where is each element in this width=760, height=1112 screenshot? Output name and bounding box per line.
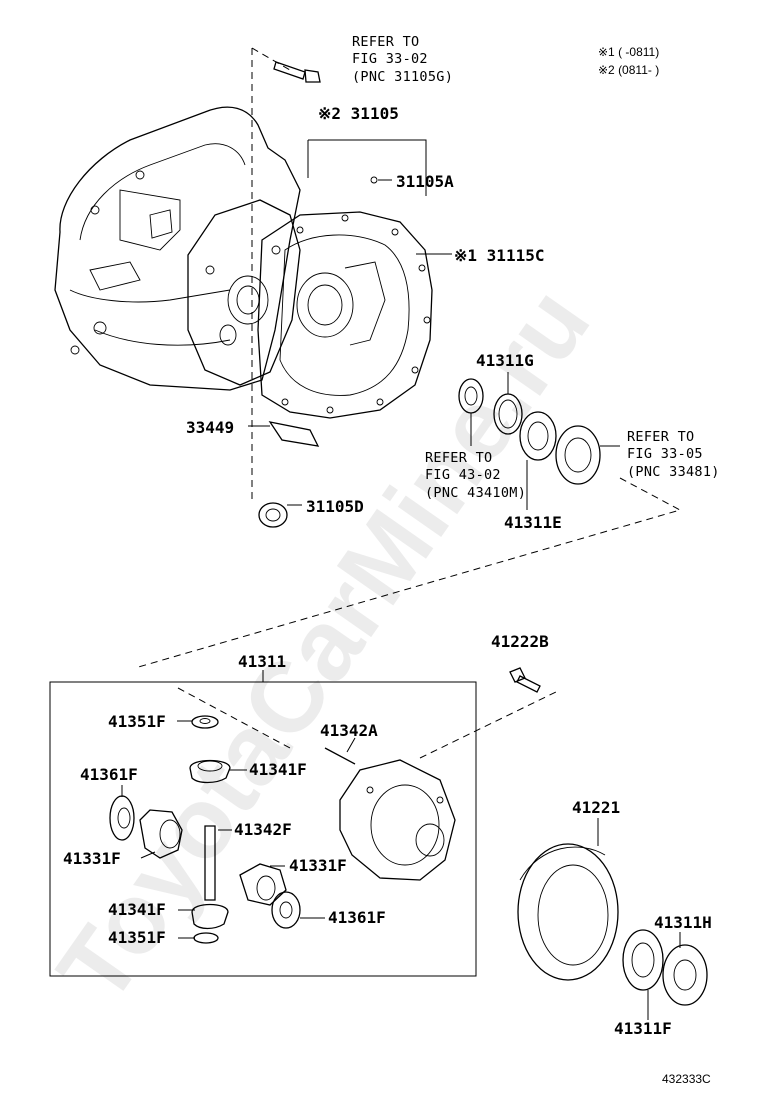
label-41311F: 41311F	[614, 1019, 672, 1038]
ref1-line2: FIG 33-02	[352, 51, 428, 67]
label-31105: ※2 31105	[318, 104, 399, 123]
oil-seal-31105D-icon	[258, 502, 288, 528]
label-41342A: 41342A	[320, 721, 378, 740]
legend-note-2: ※2 (0811- )	[598, 63, 659, 77]
label-41331F-right: 41331F	[289, 856, 347, 875]
leader-lines-upper	[134, 47, 682, 669]
label-41311H: 41311H	[654, 913, 712, 932]
label-33449: 33449	[186, 418, 234, 437]
ref3-line2: FIG 33-05	[627, 446, 703, 462]
label-41361F-right: 41361F	[328, 908, 386, 927]
label-41341F-top: 41341F	[249, 760, 307, 779]
legend-note-1: ※1 ( -0811)	[598, 45, 659, 59]
bolt-31105G-icon	[273, 61, 321, 83]
differential-parts-drawing	[109, 715, 456, 944]
ring-gear-41221-icon	[517, 843, 708, 1006]
ref2-line2: FIG 43-02	[425, 467, 501, 483]
label-31115C: ※1 31115C	[454, 246, 544, 265]
label-41311: 41311	[238, 652, 286, 671]
label-41311G: 41311G	[476, 351, 534, 370]
label-41351F-bottom: 41351F	[108, 928, 166, 947]
label-41222B: 41222B	[491, 632, 549, 651]
ref3-line1: REFER TO	[627, 429, 694, 445]
label-41361F-left: 41361F	[80, 765, 138, 784]
label-41311E: 41311E	[504, 513, 562, 532]
bolt-41222B-icon	[509, 667, 541, 693]
label-31105A: 31105A	[396, 172, 454, 191]
figure-id: 432333C	[662, 1072, 711, 1086]
label-41331F-left: 41331F	[63, 849, 121, 868]
ref2-line1: REFER TO	[425, 450, 492, 466]
label-41351F-top: 41351F	[108, 712, 166, 731]
leader-lines-lower	[121, 687, 681, 1020]
label-31105D: 31105D	[306, 497, 364, 516]
label-41221: 41221	[572, 798, 620, 817]
ref3-line3: (PNC 33481)	[627, 464, 720, 480]
label-41341F-bottom: 41341F	[108, 900, 166, 919]
label-41342F: 41342F	[234, 820, 292, 839]
ref1-line1: REFER TO	[352, 34, 419, 50]
transmission-case-drawing	[54, 106, 433, 447]
ref2-line3: (PNC 43410M)	[425, 485, 526, 501]
ref1-line3: (PNC 31105G)	[352, 69, 453, 85]
